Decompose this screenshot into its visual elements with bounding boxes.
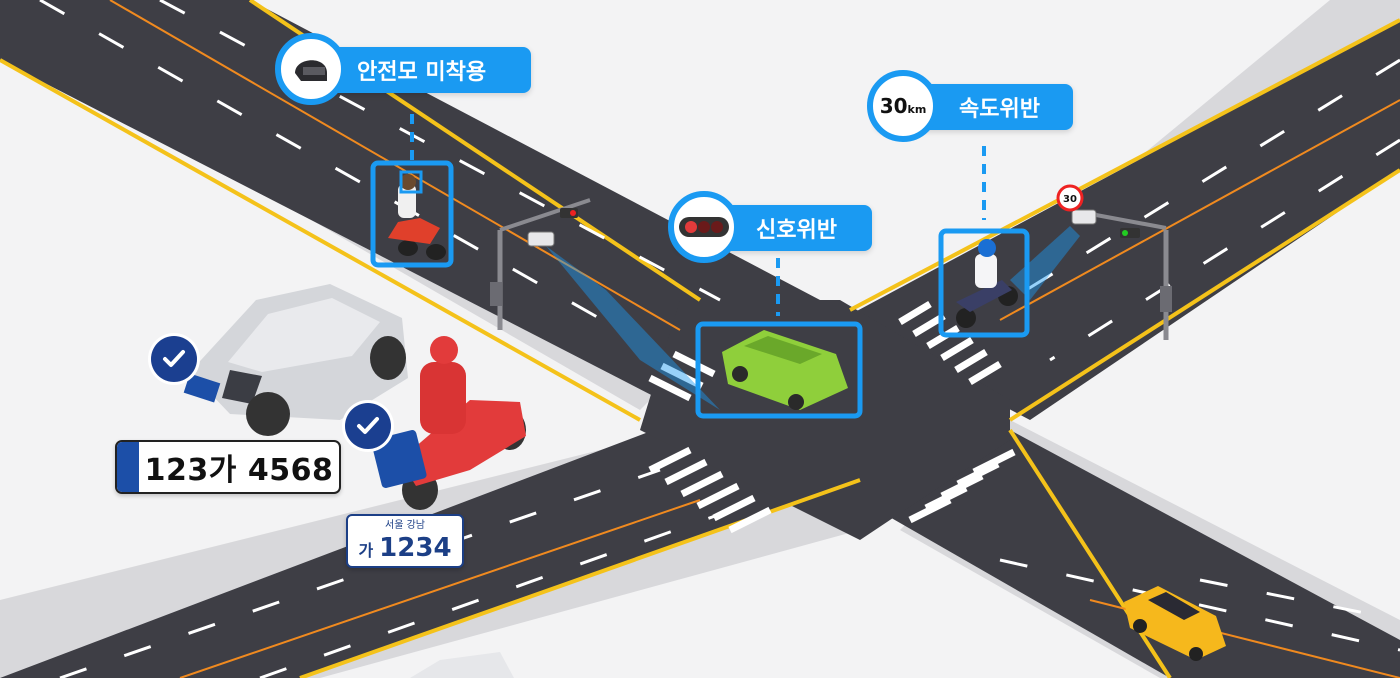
check-icon [163, 350, 185, 367]
car-check-badge [151, 336, 197, 382]
scooter-plate-hangul: 가 [358, 541, 374, 560]
white-car-bottom [410, 652, 514, 678]
yellow-taxi [1124, 586, 1226, 661]
scooter-check-badge [345, 403, 391, 449]
speed-limit-sign-text: 30 [1063, 194, 1077, 205]
speed-badge: 30 km [867, 70, 939, 142]
speed-violation-label: 속도위반 [959, 97, 1040, 122]
car-plate-number: 123가 4568 [144, 453, 334, 488]
plate-blue-strip [117, 442, 139, 492]
lane-dashes [39, 0, 1400, 678]
camera-pole-right: 30 [1056, 184, 1172, 340]
helmet-violation-box [370, 160, 454, 268]
signal-violation-callout: 신호위반 [668, 191, 872, 263]
helmet-icon-badge [275, 33, 347, 105]
car-license-plate: 123가 4568 [115, 440, 341, 494]
speed-badge-value: 30 [879, 94, 908, 118]
speed-violation-callout: 30 km 속도위반 [867, 70, 1073, 142]
camera-beam-left [546, 246, 720, 410]
speed-badge-unit: km [907, 103, 927, 116]
traffic-light-icon [679, 217, 729, 237]
white-suv [183, 284, 408, 436]
scooter-plate-number: 1234 [379, 533, 452, 563]
scooter-license-plate: 서울 강남 가 1234 [346, 514, 464, 568]
check-icon [357, 417, 379, 434]
signal-violation-label: 신호위반 [756, 218, 837, 243]
signal-violation-car [722, 330, 848, 410]
traffic-light-badge [668, 191, 740, 263]
helmet-icon [295, 60, 327, 81]
camera-pole-left [490, 198, 591, 330]
speed-limit-sign [1056, 184, 1084, 212]
helmet-violation-label: 안전모 미착용 [357, 60, 487, 85]
speed-violation-scooter [956, 239, 1018, 328]
callout-connectors [410, 114, 986, 316]
speed-violation-box [938, 228, 1030, 338]
delivery-scooter [371, 336, 526, 510]
scooter-plate-region: 서울 강남 [385, 520, 425, 531]
helmet-violation-callout: 안전모 미착용 [275, 33, 531, 105]
signal-violation-box [695, 321, 863, 419]
helmet-violation-head-box [399, 170, 423, 194]
